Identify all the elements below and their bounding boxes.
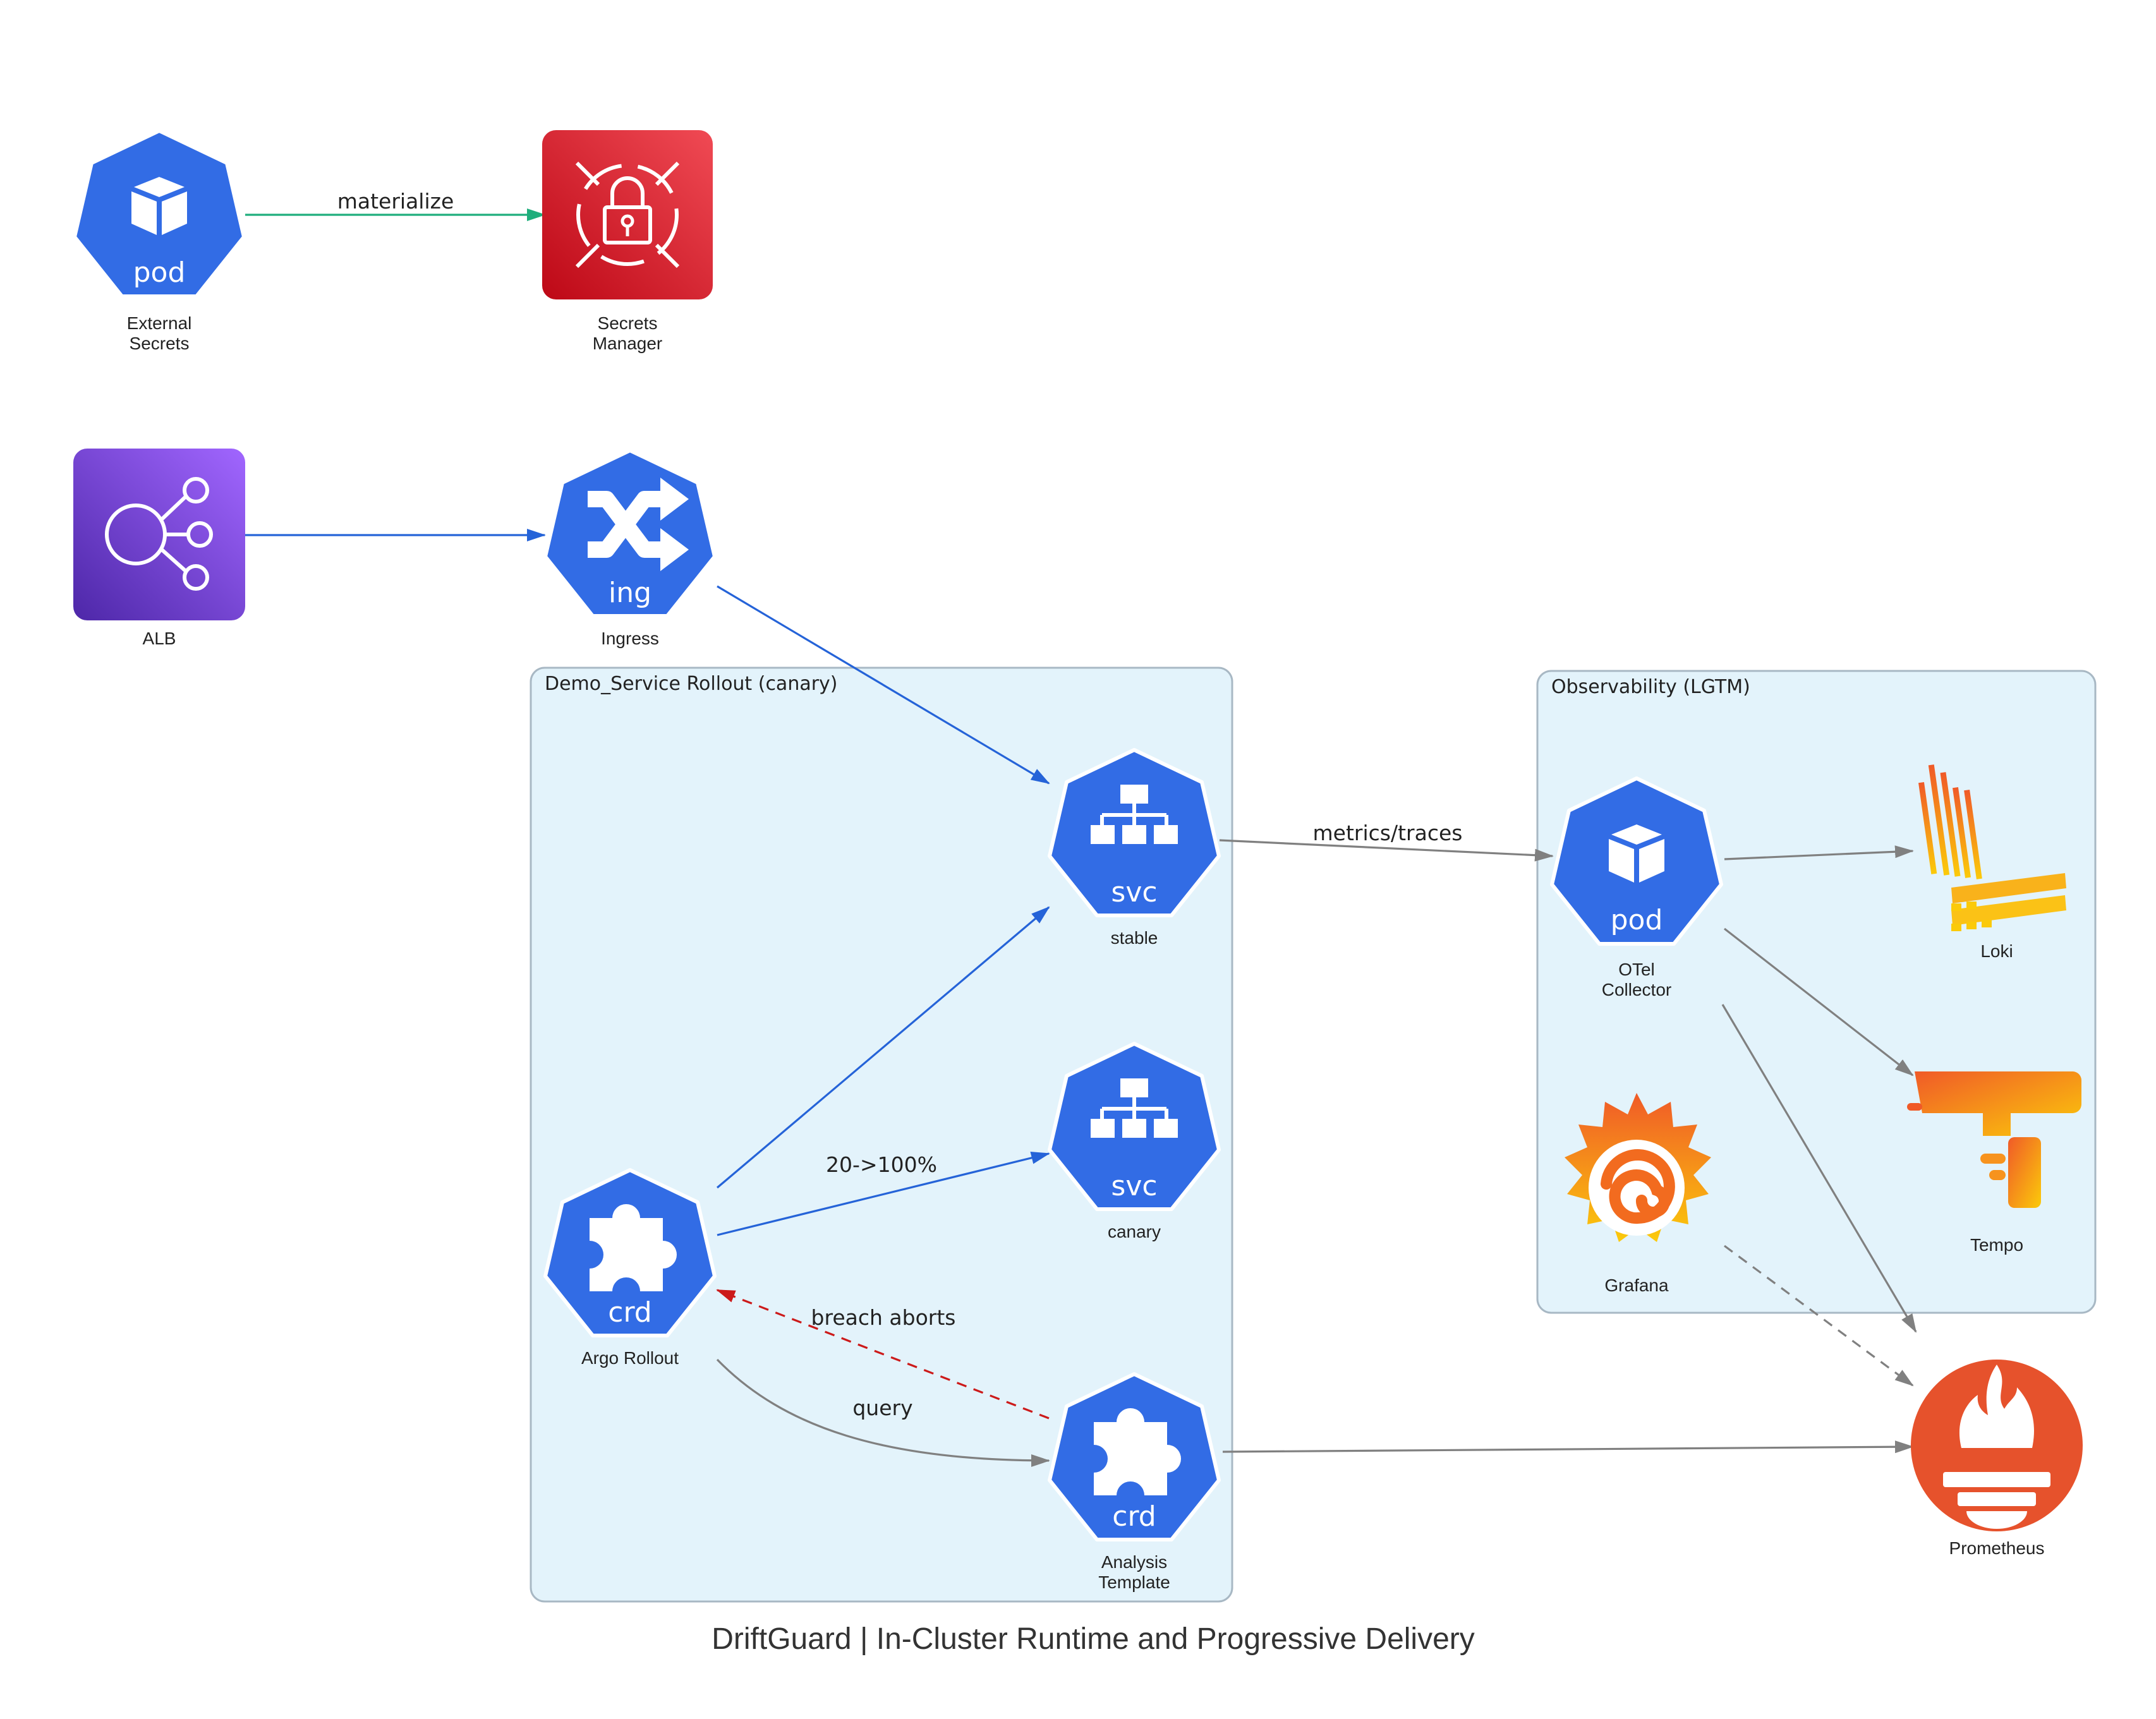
external-secrets-label-line2: Secrets <box>130 334 190 353</box>
prometheus-label: Prometheus <box>1949 1538 2045 1558</box>
canary-label: canary <box>1108 1222 1161 1241</box>
tempo-logo-icon <box>1907 1071 2081 1208</box>
puzzle-icon: crd <box>543 1168 717 1337</box>
argo-rollout-node: crd Argo Rollout <box>543 1168 717 1368</box>
edges <box>245 208 1917 1467</box>
edge-label-canary-weight: 20->100% <box>826 1152 937 1177</box>
grafana-node: Grafana <box>1565 1093 1711 1295</box>
analysis-template-badge: crd <box>1112 1500 1156 1533</box>
grafana-logo-icon <box>1565 1093 1711 1242</box>
alb-node: ALB <box>73 449 245 648</box>
canary-service-node: svc canary <box>1048 1042 1221 1241</box>
secrets-manager-node: Secrets Manager <box>542 130 713 353</box>
tempo-node: Tempo <box>1907 1071 2081 1255</box>
external-secrets-badge: pod <box>133 256 186 289</box>
secrets-manager-label-line1: Secrets <box>598 313 658 333</box>
edge-otel-to-tempo <box>1724 927 1914 1077</box>
otel-collector-node: pod OTel Collector <box>1550 776 1723 999</box>
grafana-label: Grafana <box>1604 1276 1669 1295</box>
alb-label: ALB <box>143 629 176 648</box>
edge-argo-to-analysis <box>716 1358 1050 1467</box>
edge-analysis-to-argo <box>716 1289 1050 1420</box>
edge-argo-to-canary <box>717 1151 1050 1236</box>
argo-rollout-label: Argo Rollout <box>581 1348 679 1368</box>
external-secrets-label-line1: External <box>127 313 192 333</box>
edge-argo-to-stable <box>716 906 1050 1189</box>
puzzle-icon: crd <box>1048 1372 1221 1541</box>
argo-rollout-badge: crd <box>608 1296 651 1329</box>
edge-otel-to-loki <box>1724 845 1914 860</box>
prometheus-node: Prometheus <box>1911 1360 2083 1558</box>
cluster-rollout-label: Demo_Service Rollout (canary) <box>545 673 838 695</box>
cluster-rollout: Demo_Service Rollout (canary) <box>530 666 1233 1603</box>
cluster-observability-label: Observability (LGTM) <box>1551 676 1750 698</box>
edge-ingress-to-stable <box>717 585 1050 785</box>
ingress-label: Ingress <box>601 629 659 648</box>
edge-grafana-to-prometheus <box>1724 1245 1914 1387</box>
edge-label-breach-aborts: breach aborts <box>811 1305 956 1330</box>
edge-stable-to-otel <box>1219 839 1554 862</box>
edge-label-metrics-traces: metrics/traces <box>1313 821 1463 845</box>
secrets-manager-label-line2: Manager <box>593 334 663 353</box>
analysis-template-label-line2: Template <box>1098 1572 1170 1592</box>
loki-label: Loki <box>1980 941 2013 961</box>
pod-icon: pod <box>73 129 246 298</box>
ingress-badge: ing <box>609 577 651 609</box>
loki-node: Loki <box>1918 764 2066 961</box>
external-secrets-node: pod External Secrets <box>73 129 246 353</box>
diagram-title: DriftGuard | In-Cluster Runtime and Prog… <box>712 1622 1475 1656</box>
secrets-manager-icon <box>542 130 713 299</box>
otel-collector-label-line2: Collector <box>1602 980 1671 999</box>
edge-label-materialize: materialize <box>337 189 454 214</box>
edge-analysis-to-prometheus <box>1222 1440 1914 1454</box>
analysis-template-node: crd Analysis Template <box>1048 1372 1221 1592</box>
loki-logo-icon <box>1918 764 2066 931</box>
ingress-node: ing Ingress <box>543 449 717 648</box>
otel-collector-label-line1: OTel <box>1618 960 1655 979</box>
tempo-label: Tempo <box>1970 1235 2023 1255</box>
stable-label: stable <box>1111 928 1158 948</box>
shuffle-icon: ing <box>543 449 717 618</box>
service-icon: svc <box>1048 748 1221 917</box>
pod-icon: pod <box>1550 776 1723 946</box>
analysis-template-label-line1: Analysis <box>1101 1552 1167 1572</box>
edge-label-query: query <box>852 1396 912 1420</box>
otel-collector-badge: pod <box>1611 904 1663 936</box>
prometheus-logo-icon <box>1911 1360 2083 1531</box>
stable-service-node: svc stable <box>1048 748 1221 948</box>
load-balancer-icon <box>73 449 245 620</box>
canary-badge: svc <box>1111 1170 1157 1202</box>
service-icon: svc <box>1048 1042 1221 1211</box>
edge-otel-to-prometheus <box>1721 1004 1917 1333</box>
stable-badge: svc <box>1111 876 1157 908</box>
